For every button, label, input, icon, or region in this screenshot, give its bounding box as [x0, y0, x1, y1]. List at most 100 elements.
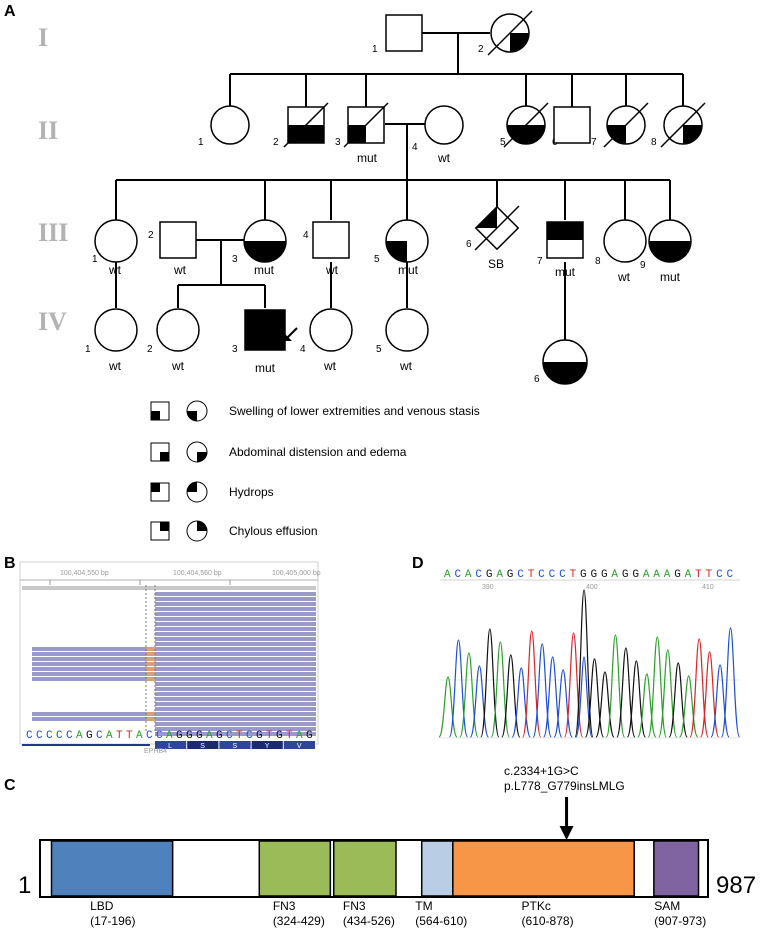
- genotype-III-7: mut: [555, 265, 576, 279]
- generation-label-iii: III: [38, 218, 68, 247]
- igv-base: C: [246, 730, 253, 742]
- mutation-protein-label: p.L778_G779insLMLG: [504, 779, 625, 793]
- index-III-1: 1: [92, 254, 98, 265]
- igv-mismatch: [146, 652, 155, 656]
- chromatogram-base: A: [685, 569, 692, 581]
- index-III-7: 7: [537, 256, 543, 267]
- generation-label-ii: II: [38, 116, 58, 145]
- igv-aa-label: S: [233, 743, 238, 750]
- igv-codon: [155, 741, 187, 749]
- igv-tick-1: 100,404,550 bp: [60, 570, 109, 577]
- igv-read: [155, 692, 316, 696]
- pedigree-individual-III-7: [546, 221, 584, 259]
- chromatogram-base: T: [706, 569, 713, 581]
- igv-base: G: [276, 730, 283, 742]
- chromatogram-base: C: [559, 569, 566, 581]
- igv-base: A: [106, 730, 113, 742]
- index-IV-5: 5: [376, 344, 382, 355]
- chromatogram-base: C: [517, 569, 524, 581]
- pedigree-individual-IV-4: [309, 308, 353, 352]
- igv-base: T: [286, 730, 293, 742]
- igv-coverage: [22, 586, 316, 590]
- igv-read: [155, 622, 316, 626]
- legend: Swelling of lower extremities and venous…: [150, 400, 480, 542]
- chromatogram-base: C: [475, 569, 482, 581]
- genotype-III-8: wt: [617, 270, 631, 284]
- igv-base: T: [116, 730, 123, 742]
- chromatogram-base: A: [664, 569, 671, 581]
- pedigree-individual-II-2: [283, 102, 329, 148]
- igv-codon: [251, 741, 283, 749]
- pedigree-individual-IV-1: [94, 308, 138, 352]
- panel-label-a: A: [4, 3, 16, 20]
- domain-name-label: LBD: [90, 899, 114, 913]
- genotype-III-2: wt: [173, 263, 187, 277]
- igv-read: [155, 632, 316, 636]
- igv-read: [155, 697, 316, 701]
- mutation-arrow-head: [559, 826, 574, 840]
- genotype-IV-3: mut: [255, 361, 276, 375]
- chromatogram-peak: [438, 676, 458, 738]
- domain-name-label: FN3: [343, 899, 366, 913]
- igv-base: C: [146, 730, 153, 742]
- pedigree-lines: [115, 32, 684, 340]
- domain-range-label: (434-526): [343, 914, 395, 928]
- genotype-IV-5: wt: [399, 359, 413, 373]
- pedigree-individual-II-5: [503, 102, 549, 148]
- index-II-7: 7: [591, 137, 597, 148]
- chromatogram-base: C: [727, 569, 734, 581]
- genotype-III-1: wt: [108, 263, 122, 277]
- igv-base: G: [176, 730, 183, 742]
- pedigree-individual-III-3: [243, 219, 287, 263]
- pedigree-individual-III-1: [94, 219, 138, 263]
- domain-name-label: PTKc: [522, 899, 551, 913]
- panel-label-b: B: [4, 555, 16, 572]
- igv-gene-label: EPHB4: [144, 748, 167, 755]
- pedigree-symbols: 1 2 1 2 3 mut 4 wt: [85, 10, 706, 385]
- igv-read: [155, 637, 316, 641]
- chromatogram-base: G: [507, 569, 514, 581]
- chromatogram-pos-400: 400: [586, 584, 598, 591]
- igv-mismatch: [146, 677, 155, 681]
- igv-read: [155, 732, 316, 736]
- generation-label-i: I: [38, 23, 48, 52]
- igv-read: [155, 722, 316, 726]
- pedigree-individual-III-6: [474, 205, 520, 251]
- domain-ptkc: [452, 840, 635, 897]
- genotype-IV-4: wt: [323, 359, 337, 373]
- igv-read: [32, 647, 316, 651]
- pedigree-individual-III-9: [648, 219, 692, 263]
- index-IV-1: 1: [85, 344, 91, 355]
- igv-mismatch: [146, 647, 155, 651]
- legend-label-abdominal: Abdominal distension and edema: [229, 445, 407, 459]
- igv-read: [32, 667, 316, 671]
- genotype-IV-2: wt: [171, 359, 185, 373]
- igv-read: [32, 657, 316, 661]
- igv-read: [32, 662, 316, 666]
- igv-tick-3: 100,405,000 bp: [272, 570, 321, 577]
- protein-start-label: 1: [18, 872, 31, 899]
- index-III-8: 8: [595, 256, 601, 267]
- index-III-2: 2: [148, 230, 154, 241]
- domain-range-label: (324-429): [273, 914, 325, 928]
- index-IV-6: 6: [534, 374, 540, 385]
- igv-read: [32, 652, 316, 656]
- domain-fn3: [258, 840, 332, 897]
- igv-read: [155, 602, 316, 606]
- chromatogram-peak: [480, 628, 500, 738]
- pedigree-individual-III-4: [312, 221, 350, 259]
- igv-read: [155, 597, 316, 601]
- index-III-9: 9: [640, 260, 646, 271]
- index-II-8: 8: [651, 137, 657, 148]
- generation-label-iv: IV: [38, 307, 67, 336]
- chromatogram-base: A: [611, 569, 618, 581]
- igv-read: [32, 672, 316, 676]
- chromatogram-base: G: [674, 569, 681, 581]
- igv-base: C: [46, 730, 53, 742]
- chromatogram-base: G: [632, 569, 639, 581]
- igv-read: [155, 612, 316, 616]
- igv-base: G: [86, 730, 93, 742]
